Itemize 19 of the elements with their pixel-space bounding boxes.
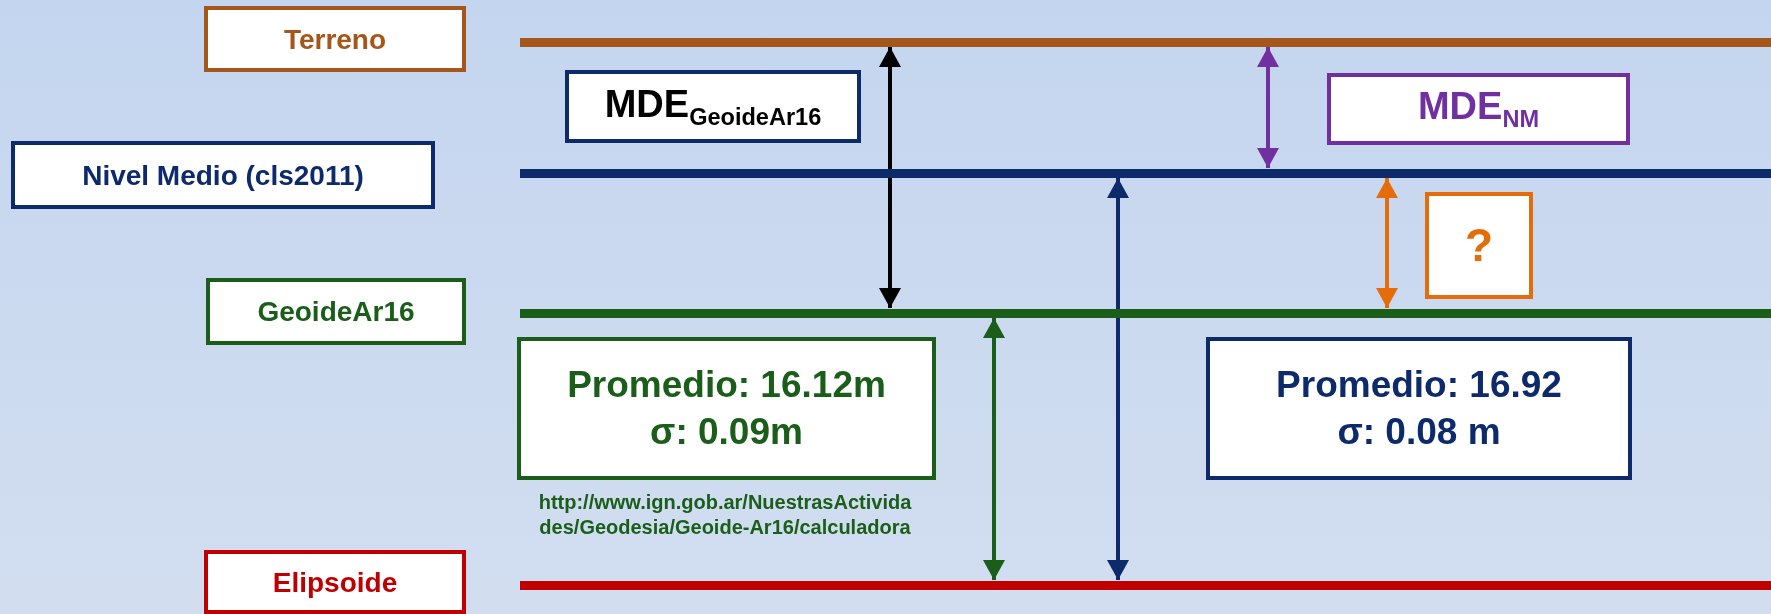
statistic-text: σ: 0.09m (650, 409, 803, 454)
model-label: MDE$_{NM}$ (1327, 73, 1630, 145)
statistics-box (517, 337, 936, 480)
level-label: Nivel Medio (cls2011) (11, 141, 435, 209)
double-arrow (1257, 47, 1279, 168)
model-label: MDE$_{GeoideAr16}$ (565, 70, 861, 143)
double-arrow (1107, 178, 1129, 580)
level-label: Terreno (204, 6, 466, 72)
level-label: GeoideAr16 (206, 278, 466, 345)
statistic-text: Promedio: 16.12m (567, 363, 886, 408)
statistic-text: Promedio: 16.92 (1276, 363, 1562, 408)
statistics-box (1206, 337, 1632, 480)
double-arrow (983, 318, 1005, 580)
double-arrow (879, 47, 901, 308)
question-mark-box: ? (1425, 192, 1533, 299)
url-text: http://www.ign.gob.ar/NuestrasActividades/Geodesia/Geoide-Ar16/calculadora (537, 490, 913, 540)
level-label: Elipsoide (204, 550, 466, 614)
statistic-text: σ: 0.08 m (1337, 409, 1501, 454)
double-arrow (1376, 178, 1398, 308)
